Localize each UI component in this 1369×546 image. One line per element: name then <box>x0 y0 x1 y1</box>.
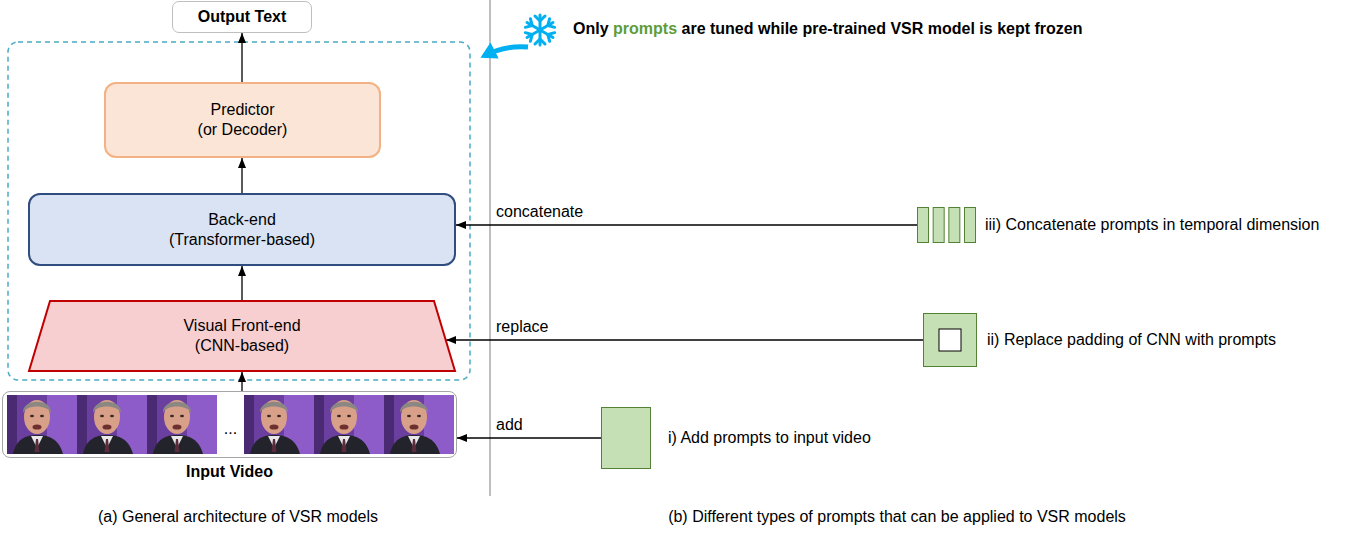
predictor-box: Predictor (or Decoder) <box>104 82 381 158</box>
backend-box: Back-end (Transformer-based) <box>28 193 456 266</box>
prompt-token <box>918 208 929 243</box>
snowflake-icon-part-part <box>525 19 554 42</box>
prompt-shape <box>917 207 975 243</box>
freeze-arrow <box>484 47 528 56</box>
box-label: Visual Front-end (CNN-based) <box>183 316 300 356</box>
padding-prompt: ii) Replace padding of CNN with prompts <box>923 313 1276 367</box>
freeze-note: Onlyprompts are tuned while pre-trained V… <box>573 20 1082 38</box>
prompt-description: iii) Concatenate prompts in temporal dim… <box>985 215 1319 235</box>
note-text: Only <box>573 20 609 37</box>
input-video-box: ...Input Video <box>2 391 457 458</box>
snowflake-icon-part <box>525 18 556 42</box>
frontend-trapezoid: Visual Front-end (CNN-based) <box>28 300 456 372</box>
connector-arrow <box>241 372 242 391</box>
prompt-token <box>965 208 976 243</box>
connector-arrow <box>241 158 242 193</box>
trapezoid-shape <box>29 301 455 371</box>
video-caption: Input Video <box>3 463 456 481</box>
video-frames-part <box>77 395 147 454</box>
video-frames-part <box>7 395 77 454</box>
connector-arrow <box>456 224 917 225</box>
note-text: are tuned while pre-trained VSR model is… <box>682 20 1083 37</box>
frozen-model-outline <box>8 42 470 380</box>
panel-separator <box>490 0 491 496</box>
snowflake-icon <box>525 15 556 45</box>
edge-label: replace <box>494 317 550 337</box>
output-box: Output Text <box>172 1 312 33</box>
video-frames <box>7 395 454 454</box>
feature-area <box>939 329 961 351</box>
ellipsis: ... <box>214 420 247 438</box>
video-frames-part <box>244 395 314 454</box>
edge-label: add <box>494 415 525 435</box>
box-label: Predictor (or Decoder) <box>198 100 288 140</box>
panel-caption: (b) Different types of prompts that can … <box>668 508 1126 526</box>
video-frames-part <box>147 395 217 454</box>
connector-arrow <box>241 33 242 82</box>
connector-arrow <box>241 266 242 300</box>
prompt-shape <box>923 313 977 367</box>
video-frames-part <box>384 395 454 454</box>
snowflake-icon-part <box>525 18 556 42</box>
connector-arrow <box>457 437 601 438</box>
input-prompt-block <box>602 408 651 469</box>
box-label: Output Text <box>198 7 287 27</box>
connector-arrow <box>446 339 923 340</box>
prompt-token <box>933 208 944 243</box>
video-frames-part <box>314 395 384 454</box>
highlight-word: prompts <box>613 20 677 37</box>
prompt-description: ii) Replace padding of CNN with prompts <box>987 330 1276 350</box>
padding-prompt-ring <box>924 314 977 367</box>
prompt-description: i) Add prompts to input video <box>668 428 871 448</box>
box-label: Back-end (Transformer-based) <box>169 210 315 250</box>
temporal-prompts: iii) Concatenate prompts in temporal dim… <box>917 207 1319 243</box>
prompt-token <box>949 208 960 243</box>
input-prompt: i) Add prompts to input video <box>601 407 871 469</box>
trapezoid-outline <box>28 300 456 372</box>
edge-label: concatenate <box>494 202 585 222</box>
snowflake-icon-part-part <box>525 19 554 42</box>
prompt-shape <box>601 407 651 469</box>
panel-caption: (a) General architecture of VSR models <box>98 508 378 526</box>
